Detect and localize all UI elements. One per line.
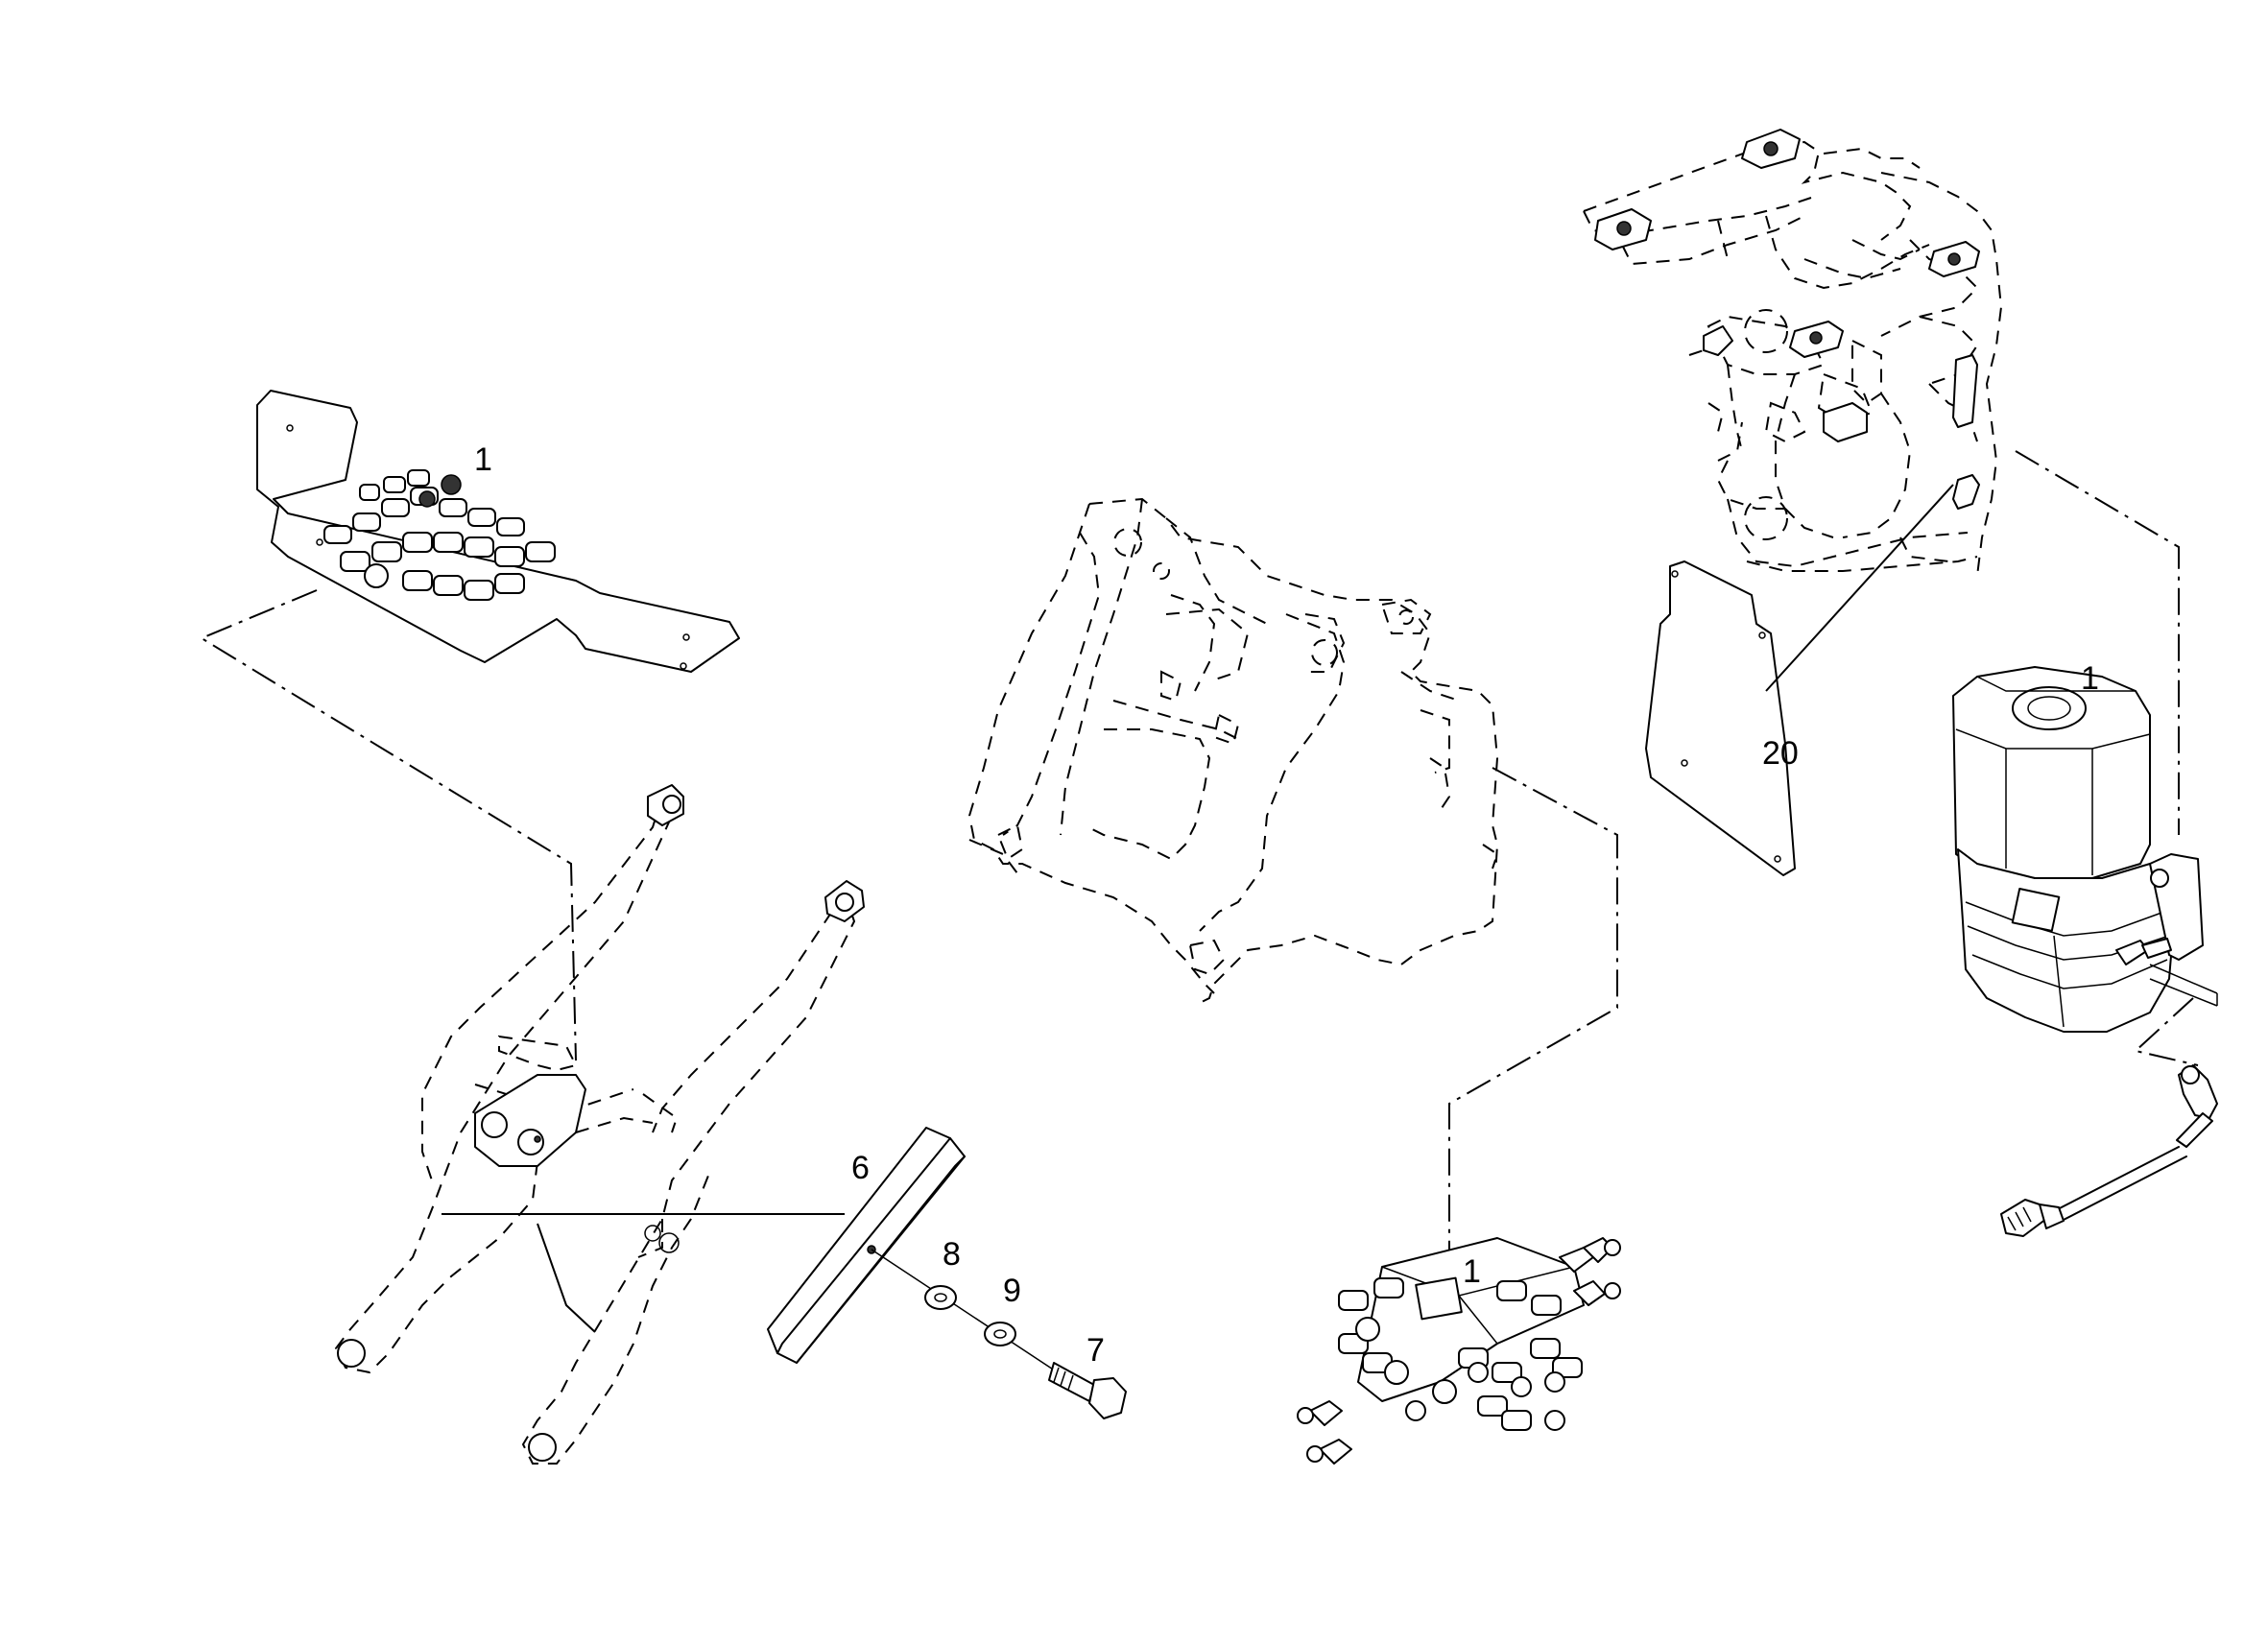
distribution-block-plate-assembly bbox=[256, 390, 740, 673]
leader-20 bbox=[1765, 484, 1954, 692]
lower-block-elbow-fittings bbox=[1297, 1237, 1621, 1465]
mounting-plate bbox=[256, 390, 740, 673]
valve-cartridges bbox=[323, 469, 556, 601]
assembly-line-bolt bbox=[871, 1249, 1076, 1385]
callout-7: 7 bbox=[1086, 1332, 1105, 1369]
loader-boom-outline bbox=[334, 784, 865, 1465]
rear-frame-mount-pads bbox=[1594, 129, 1980, 510]
callout-8: 8 bbox=[943, 1236, 961, 1273]
assembly-line-plate-to-boom bbox=[199, 589, 577, 1061]
washer-part-8 bbox=[924, 1285, 957, 1310]
callout-6: 6 bbox=[851, 1150, 870, 1186]
callout-9: 9 bbox=[1003, 1273, 1021, 1309]
lubrication-pump-part-1 bbox=[1952, 666, 2218, 1033]
lower-block-valves bbox=[1338, 1277, 1583, 1431]
assembly-line-frame-to-pump bbox=[2015, 450, 2180, 835]
pump-reservoir-cap bbox=[2012, 686, 2087, 730]
pump-label-plate bbox=[2011, 888, 2061, 932]
pump-outlet-fitting bbox=[2115, 938, 2218, 1007]
assembly-line-frame-to-block bbox=[1448, 767, 1618, 1267]
callout-1-bottom-block: 1 bbox=[1463, 1253, 1481, 1290]
washer-part-9 bbox=[984, 1322, 1016, 1346]
callout-1-pump: 1 bbox=[2081, 660, 2099, 697]
grease-hose-assembly bbox=[2000, 1064, 2218, 1237]
rear-frame-outline bbox=[1583, 129, 2003, 577]
callout-1-top-left: 1 bbox=[474, 441, 492, 478]
leader-6-branch bbox=[537, 1223, 596, 1333]
front-frame-outline bbox=[967, 497, 1499, 1004]
distribution-block-lower bbox=[1297, 1237, 1621, 1465]
pump-body bbox=[1957, 848, 2175, 1033]
callout-20: 20 bbox=[1762, 735, 1799, 772]
boom-center-bracket bbox=[474, 1074, 586, 1167]
cover-plate-part-20 bbox=[1645, 560, 1796, 876]
assembly-line-pump-to-hose bbox=[2133, 997, 2199, 1066]
bolt-part-7 bbox=[1048, 1362, 1127, 1419]
